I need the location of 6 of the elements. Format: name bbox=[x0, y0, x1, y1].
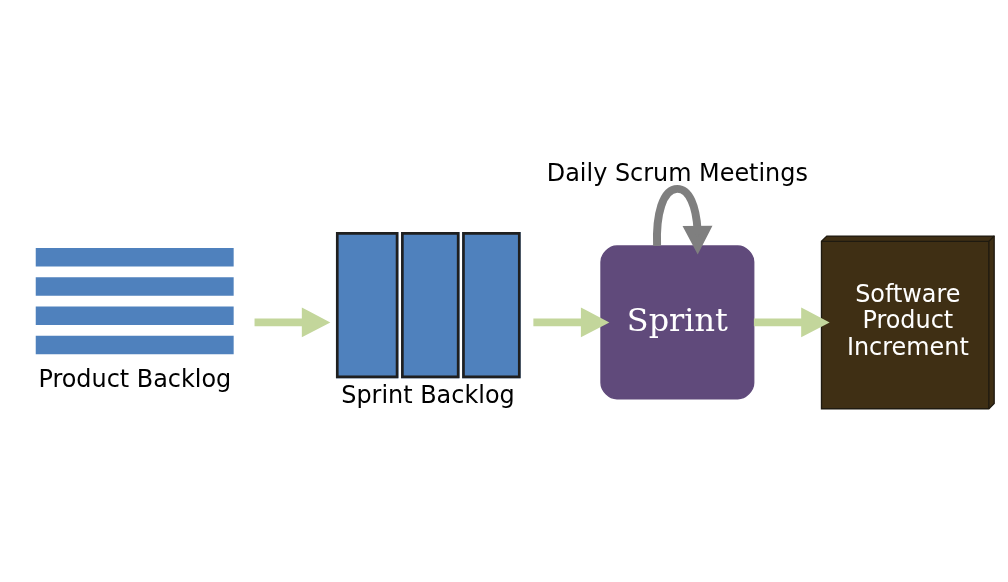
edge-label: Daily Scrum Meetings bbox=[546, 158, 808, 187]
node-label: Sprint Backlog bbox=[341, 380, 515, 409]
node-label: Product Backlog bbox=[38, 364, 232, 393]
arrow bbox=[653, 184, 713, 254]
arrow bbox=[753, 306, 830, 337]
node-box: Sprint bbox=[600, 244, 755, 399]
